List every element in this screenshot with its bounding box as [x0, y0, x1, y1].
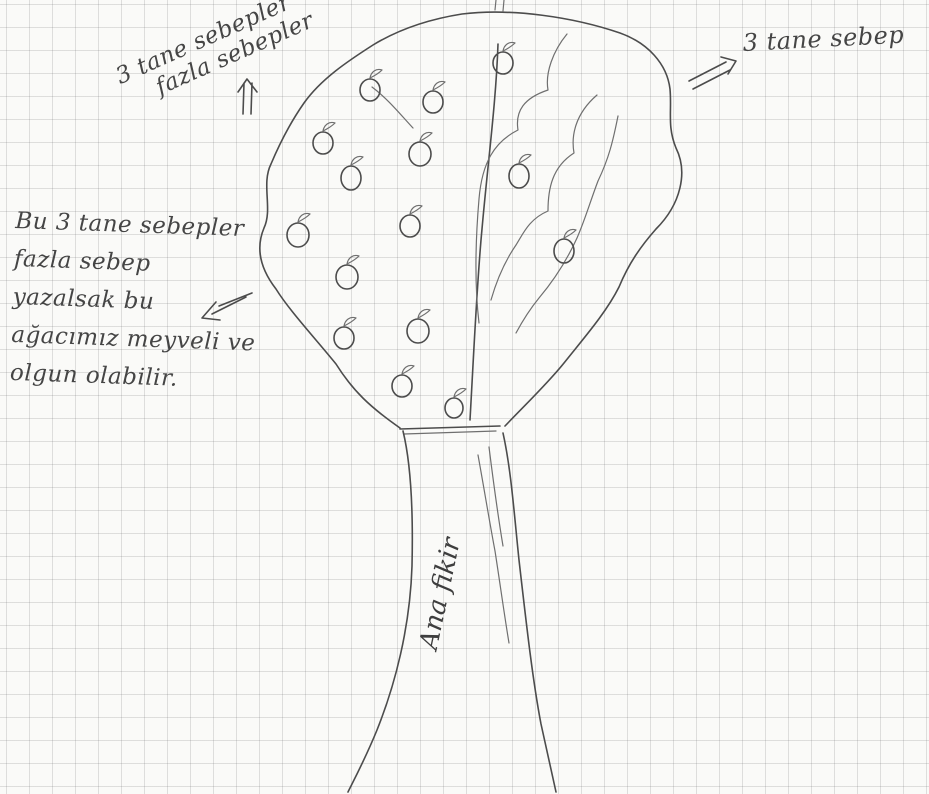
arrow-icon — [238, 79, 257, 114]
fruit-icon — [509, 154, 531, 188]
arrow-icon — [689, 57, 736, 89]
fruit-icon — [392, 365, 414, 397]
fruit-icon — [360, 69, 382, 101]
fruit-icon — [445, 388, 466, 418]
handwritten-note-left: Bu 3 tane sebepler fazla sebep yazalsak … — [9, 202, 260, 400]
tree-trunk — [348, 431, 556, 792]
fruit-icon — [400, 205, 422, 237]
fruit-icon — [334, 317, 356, 349]
fruit-icon — [336, 255, 359, 289]
fruit-icon — [287, 213, 310, 247]
tree-canopy — [260, 0, 682, 434]
fruit-icon — [341, 156, 363, 190]
fruit-icon — [407, 309, 430, 343]
fruit-icon — [423, 81, 445, 113]
fruit-icon — [409, 132, 432, 166]
fruit-icon — [554, 229, 576, 263]
fruit-icon — [313, 122, 335, 154]
tree-fruits — [287, 42, 576, 418]
